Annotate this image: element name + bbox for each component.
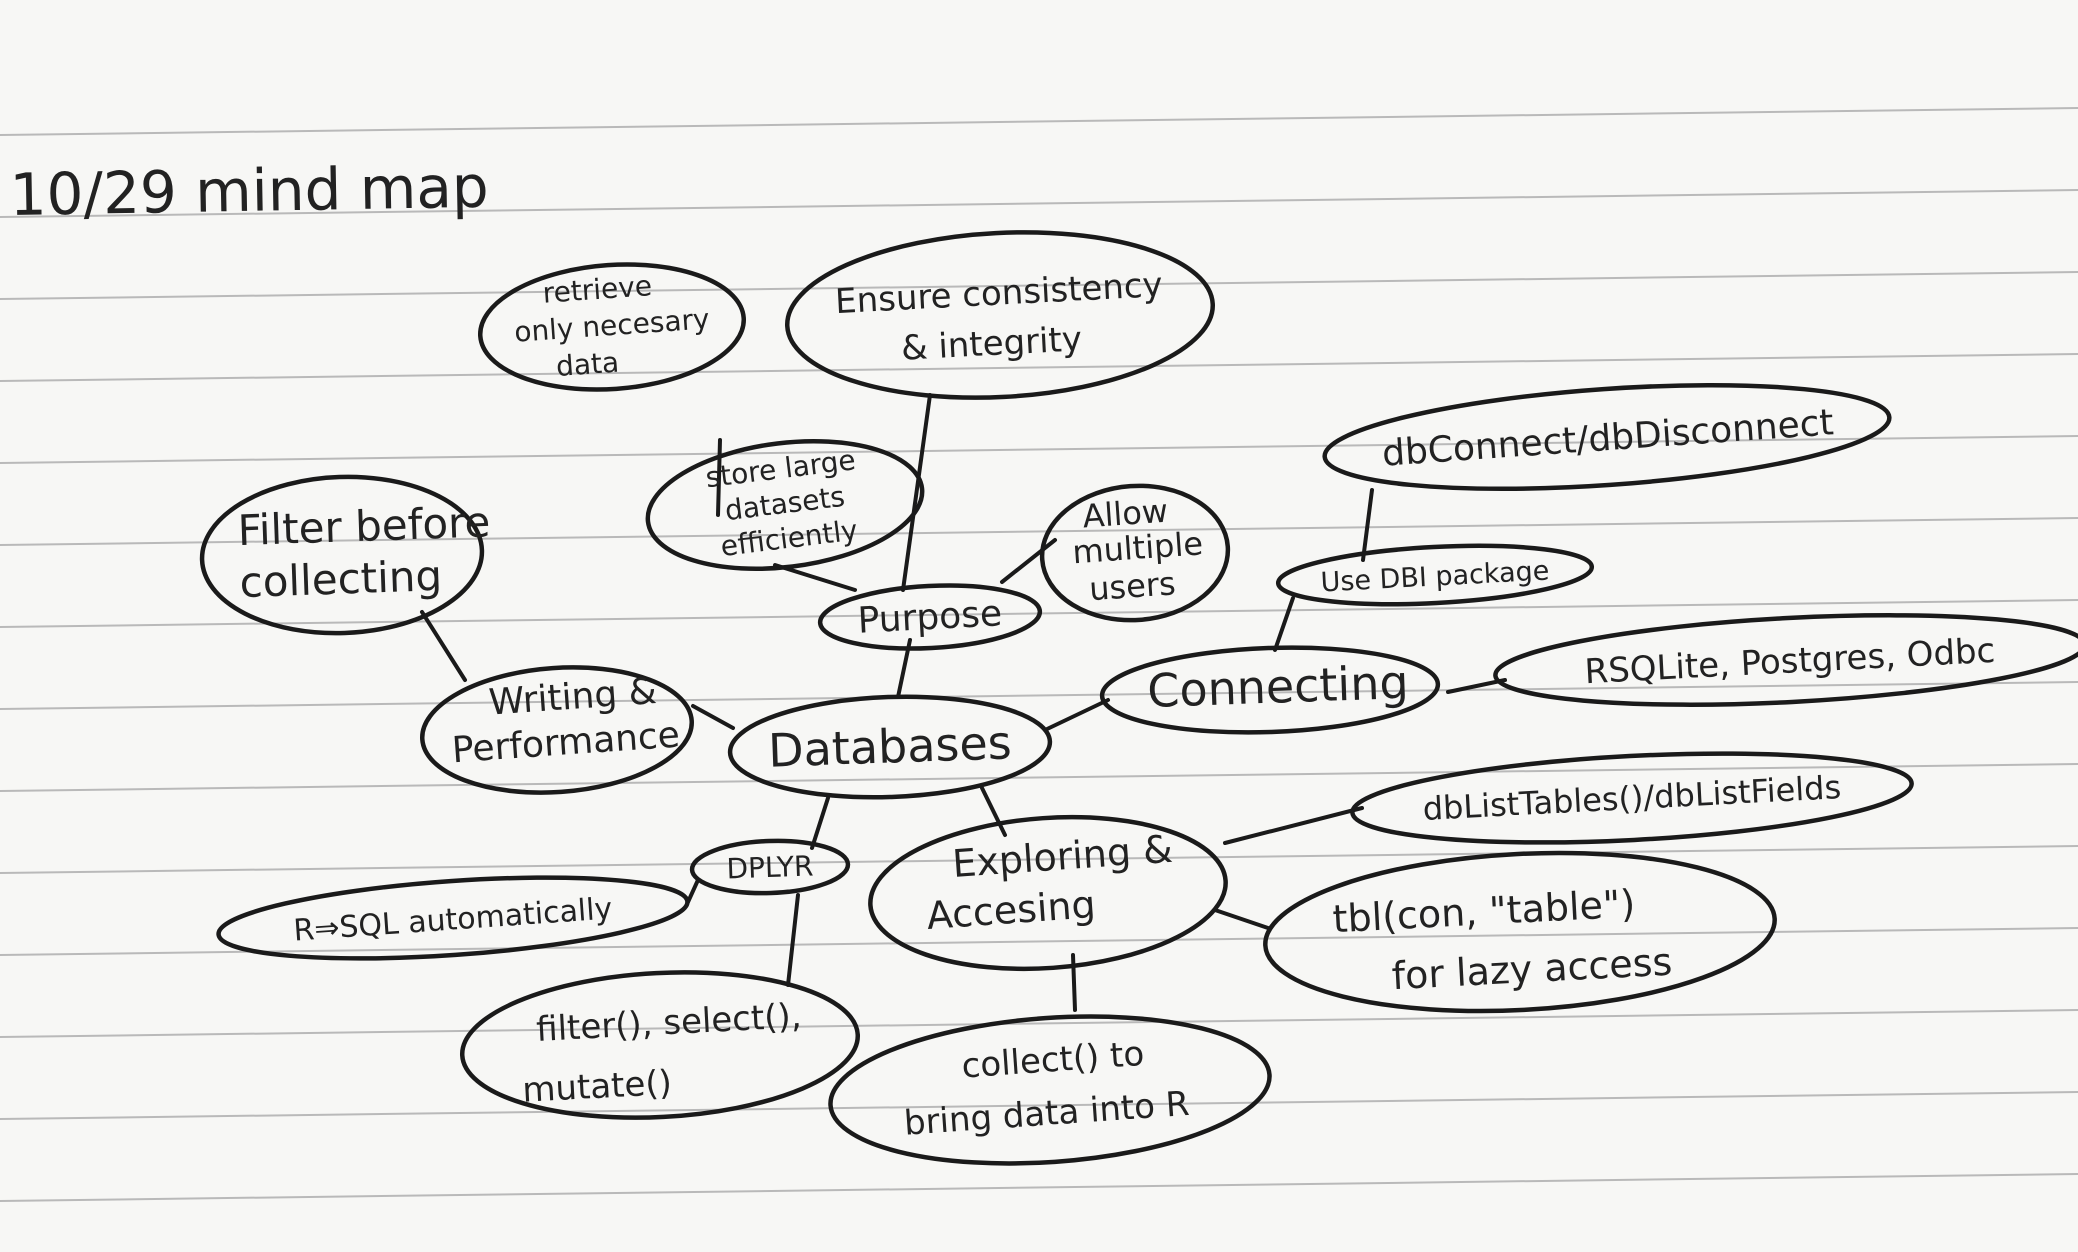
- bubble-purpose: [817, 583, 1043, 651]
- bubble-retrieve: [478, 262, 746, 392]
- bubble-dbconnect: [1322, 382, 1892, 492]
- node-filter-before-line-2: collecting: [239, 551, 443, 607]
- node-dplyr: DPLYR: [726, 849, 814, 885]
- node-retrieve-line-3: data: [555, 346, 620, 383]
- bubble-collect: [828, 1014, 1272, 1166]
- bubble-filter-before: [199, 474, 485, 636]
- node-filter-before-line-1: Filter before: [237, 497, 491, 555]
- node-retrieve-line-1: retrieve: [542, 269, 653, 310]
- bubble-ensure: [784, 230, 1216, 400]
- bubble-connecting: [1099, 645, 1441, 735]
- bubble-store: [645, 438, 925, 572]
- node-r-sql: R⇒SQL automatically: [292, 891, 613, 948]
- bubble-writing: [420, 665, 694, 795]
- node-ensure-line-2: & integrity: [900, 319, 1083, 368]
- bubble-dplyr: [689, 838, 851, 896]
- bubble-databases: [727, 694, 1053, 800]
- bubble-tbl: [1263, 850, 1777, 1014]
- node-databases: Databases: [767, 715, 1012, 777]
- node-allow-line-2: multiple: [1071, 524, 1204, 571]
- node-allow-line-3: users: [1088, 564, 1177, 608]
- node-collect-line-1: collect() to: [960, 1034, 1145, 1087]
- node-ensure-line-1: Ensure consistency: [834, 265, 1163, 322]
- bubble-rsqlite: [1493, 613, 2078, 707]
- node-filter-fns-line-2: mutate(): [521, 1063, 673, 1111]
- bubble-r-sql: [216, 875, 690, 961]
- bubble-exploring: [868, 814, 1228, 972]
- page-title: 10/29 mind map: [9, 153, 489, 229]
- node-writing-line-1: Writing &: [487, 671, 658, 724]
- connector-lines: [420, 393, 1507, 1012]
- node-collect-line-2: bring data into R: [903, 1084, 1191, 1144]
- node-purpose: Purpose: [857, 593, 1003, 642]
- node-dbi: Use DBI package: [1320, 556, 1550, 599]
- node-exploring-line-1: Exploring &: [951, 827, 1174, 886]
- node-tbl-line-1: tbl(con, "table"): [1332, 881, 1637, 941]
- node-connecting: Connecting: [1146, 655, 1409, 718]
- node-exploring-line-2: Accesing: [925, 882, 1097, 938]
- ruled-lines: [0, 107, 2078, 1202]
- bubble-dblist: [1350, 751, 1914, 845]
- node-retrieve-line-2: only necesary: [513, 302, 710, 349]
- bubble-filter-fns: [459, 970, 861, 1120]
- node-filter-fns-line-1: filter(), select(),: [535, 996, 802, 1050]
- bubble-dbi: [1275, 543, 1595, 607]
- bubbles: [199, 230, 2078, 1166]
- node-tbl-line-2: for lazy access: [1391, 940, 1674, 999]
- node-allow-line-1: Allow: [1081, 492, 1169, 536]
- node-dblist: dbListTables()/dbListFields: [1422, 768, 1842, 828]
- bubble-allow: [1039, 483, 1231, 623]
- node-writing-line-2: Performance: [451, 715, 681, 772]
